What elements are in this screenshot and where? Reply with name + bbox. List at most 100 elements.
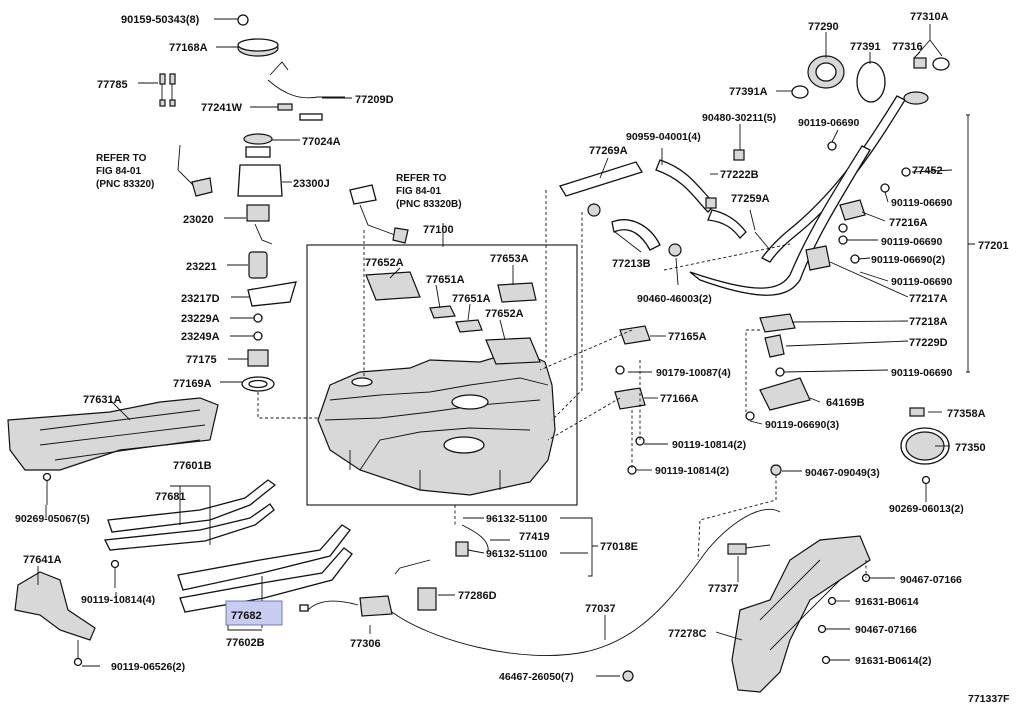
svg-text:FIG 84-01: FIG 84-01 (96, 166, 141, 177)
label-90119-06690-3[interactable]: 90119-06690(3) (765, 419, 839, 431)
label-77310A[interactable]: 77310A (910, 11, 949, 23)
label-77037[interactable]: 77037 (585, 603, 616, 615)
label-64169B[interactable]: 64169B (826, 397, 865, 409)
label-77419[interactable]: 77419 (519, 531, 550, 543)
label-77269A[interactable]: 77269A (589, 145, 628, 157)
label-77217A[interactable]: 77217A (909, 293, 948, 305)
heat-shield-77631A (7, 397, 219, 471)
svg-text:REFER TO: REFER TO (396, 173, 447, 184)
label-77653A[interactable]: 77653A (490, 253, 529, 265)
label-90467-07166-a[interactable]: 90467-07166 (900, 574, 962, 586)
label-77601B[interactable]: 77601B (173, 460, 212, 472)
label-77024A[interactable]: 77024A (302, 136, 341, 148)
label-90119-10814-2a[interactable]: 90119-10814(2) (672, 439, 746, 451)
label-77165A[interactable]: 77165A (668, 331, 707, 343)
label-77229D[interactable]: 77229D (909, 337, 948, 349)
hose-77419 (394, 524, 489, 611)
label-46467-26050[interactable]: 46467-26050(7) (499, 671, 574, 683)
dashed-connector-lines (257, 190, 867, 677)
highlighted-part-77682[interactable] (225, 600, 283, 626)
left-bolts (42, 472, 120, 667)
label-77222B[interactable]: 77222B (720, 169, 759, 181)
label-91631-B0614[interactable]: 91631-B0614 (855, 596, 919, 608)
label-77652A-top[interactable]: 77652A (365, 257, 404, 269)
label-96132-51100-a[interactable]: 96132-51100 (486, 513, 547, 525)
label-23249A[interactable]: 23249A (181, 331, 220, 343)
label-90480-30211[interactable]: 90480-30211(5) (702, 112, 776, 124)
label-90159-50343[interactable]: 90159-50343(8) (121, 14, 200, 26)
label-77641A[interactable]: 77641A (23, 554, 62, 566)
release-cable-77037 (391, 508, 781, 682)
fuel-tank-drawing (317, 349, 556, 496)
label-90119-06690-b[interactable]: 90119-06690 (891, 197, 952, 209)
fuel-level-sender-left (177, 144, 213, 197)
filler-housing-77278C (731, 464, 871, 693)
label-77216A[interactable]: 77216A (889, 217, 928, 229)
label-77286D[interactable]: 77286D (458, 590, 497, 602)
label-23300J[interactable]: 23300J (293, 178, 330, 190)
label-23217D[interactable]: 23217D (181, 293, 220, 305)
label-77166A[interactable]: 77166A (660, 393, 699, 405)
gasket-77391 (856, 61, 886, 103)
label-90467-07166-b[interactable]: 90467-07166 (855, 624, 917, 636)
label-77785[interactable]: 77785 (97, 79, 128, 91)
label-77316[interactable]: 77316 (892, 41, 923, 53)
label-77391A[interactable]: 77391A (729, 86, 768, 98)
label-77278C[interactable]: 77278C (668, 628, 707, 640)
leader-lines (37, 18, 975, 677)
label-77452[interactable]: 77452 (912, 165, 943, 177)
label-77018E[interactable]: 77018E (600, 541, 638, 553)
label-91631-B0614-2[interactable]: 91631-B0614(2) (855, 655, 931, 667)
label-77652A-lower[interactable]: 77652A (485, 308, 524, 320)
label-90119-10814-2b[interactable]: 90119-10814(2) (655, 465, 729, 477)
label-77201[interactable]: 77201 (978, 240, 1009, 252)
label-96132-51100-b[interactable]: 96132-51100 (486, 548, 547, 560)
label-77241W[interactable]: 77241W (201, 102, 243, 114)
ring-77391A (791, 85, 809, 99)
label-90467-09049[interactable]: 90467-09049(3) (805, 467, 880, 479)
label-77631A[interactable]: 77631A (83, 394, 122, 406)
label-77602B[interactable]: 77602B (226, 637, 265, 649)
tank-pads (365, 271, 541, 365)
label-77350[interactable]: 77350 (955, 442, 986, 454)
fuel-level-sender-center (349, 184, 409, 244)
label-77169A[interactable]: 77169A (173, 378, 212, 390)
cap-77316 (913, 57, 950, 71)
label-90269-06013[interactable]: 90269-06013(2) (889, 503, 964, 515)
label-77306[interactable]: 77306 (350, 638, 381, 650)
label-90119-06690-2[interactable]: 90119-06690(2) (871, 254, 945, 266)
label-77377[interactable]: 77377 (708, 583, 739, 595)
label-77651A-lower[interactable]: 77651A (452, 293, 491, 305)
breather-hoses (559, 149, 771, 257)
label-23221[interactable]: 23221 (186, 261, 217, 273)
label-77175[interactable]: 77175 (186, 354, 217, 366)
label-90119-06690-d[interactable]: 90119-06690 (891, 276, 952, 288)
label-77358A[interactable]: 77358A (947, 408, 986, 420)
label-77213B[interactable]: 77213B (612, 258, 651, 270)
label-90119-06690-a[interactable]: 90119-06690 (798, 117, 859, 129)
label-77168A[interactable]: 77168A (169, 42, 208, 54)
label-77290[interactable]: 77290 (808, 21, 839, 33)
label-90119-10814-4[interactable]: 90119-10814(4) (81, 594, 155, 606)
label-23020[interactable]: 23020 (183, 214, 214, 226)
label-77209D[interactable]: 77209D (355, 94, 394, 106)
label-90119-06690-c[interactable]: 90119-06690 (881, 236, 942, 248)
bracket-77641A (14, 571, 96, 641)
label-90959-04001[interactable]: 90959-04001(4) (626, 131, 701, 143)
label-77681[interactable]: 77681 (155, 491, 186, 503)
label-90119-06526[interactable]: 90119-06526(2) (111, 661, 185, 673)
sender-gauge-icon (159, 73, 176, 107)
fuel-pump-assembly (237, 14, 345, 392)
label-77682[interactable]: 77682 (231, 610, 262, 622)
label-23229A[interactable]: 23229A (181, 313, 220, 325)
label-90460-46003[interactable]: 90460-46003(2) (637, 293, 712, 305)
label-77651A-top[interactable]: 77651A (426, 274, 465, 286)
label-77391[interactable]: 77391 (850, 41, 881, 53)
label-77218A[interactable]: 77218A (909, 316, 948, 328)
label-90119-06690-e[interactable]: 90119-06690 (891, 367, 952, 379)
label-90269-05067[interactable]: 90269-05067(5) (15, 513, 90, 525)
label-77100[interactable]: 77100 (423, 224, 454, 236)
label-77259A[interactable]: 77259A (731, 193, 770, 205)
label-90179-10087[interactable]: 90179-10087(4) (656, 367, 731, 379)
